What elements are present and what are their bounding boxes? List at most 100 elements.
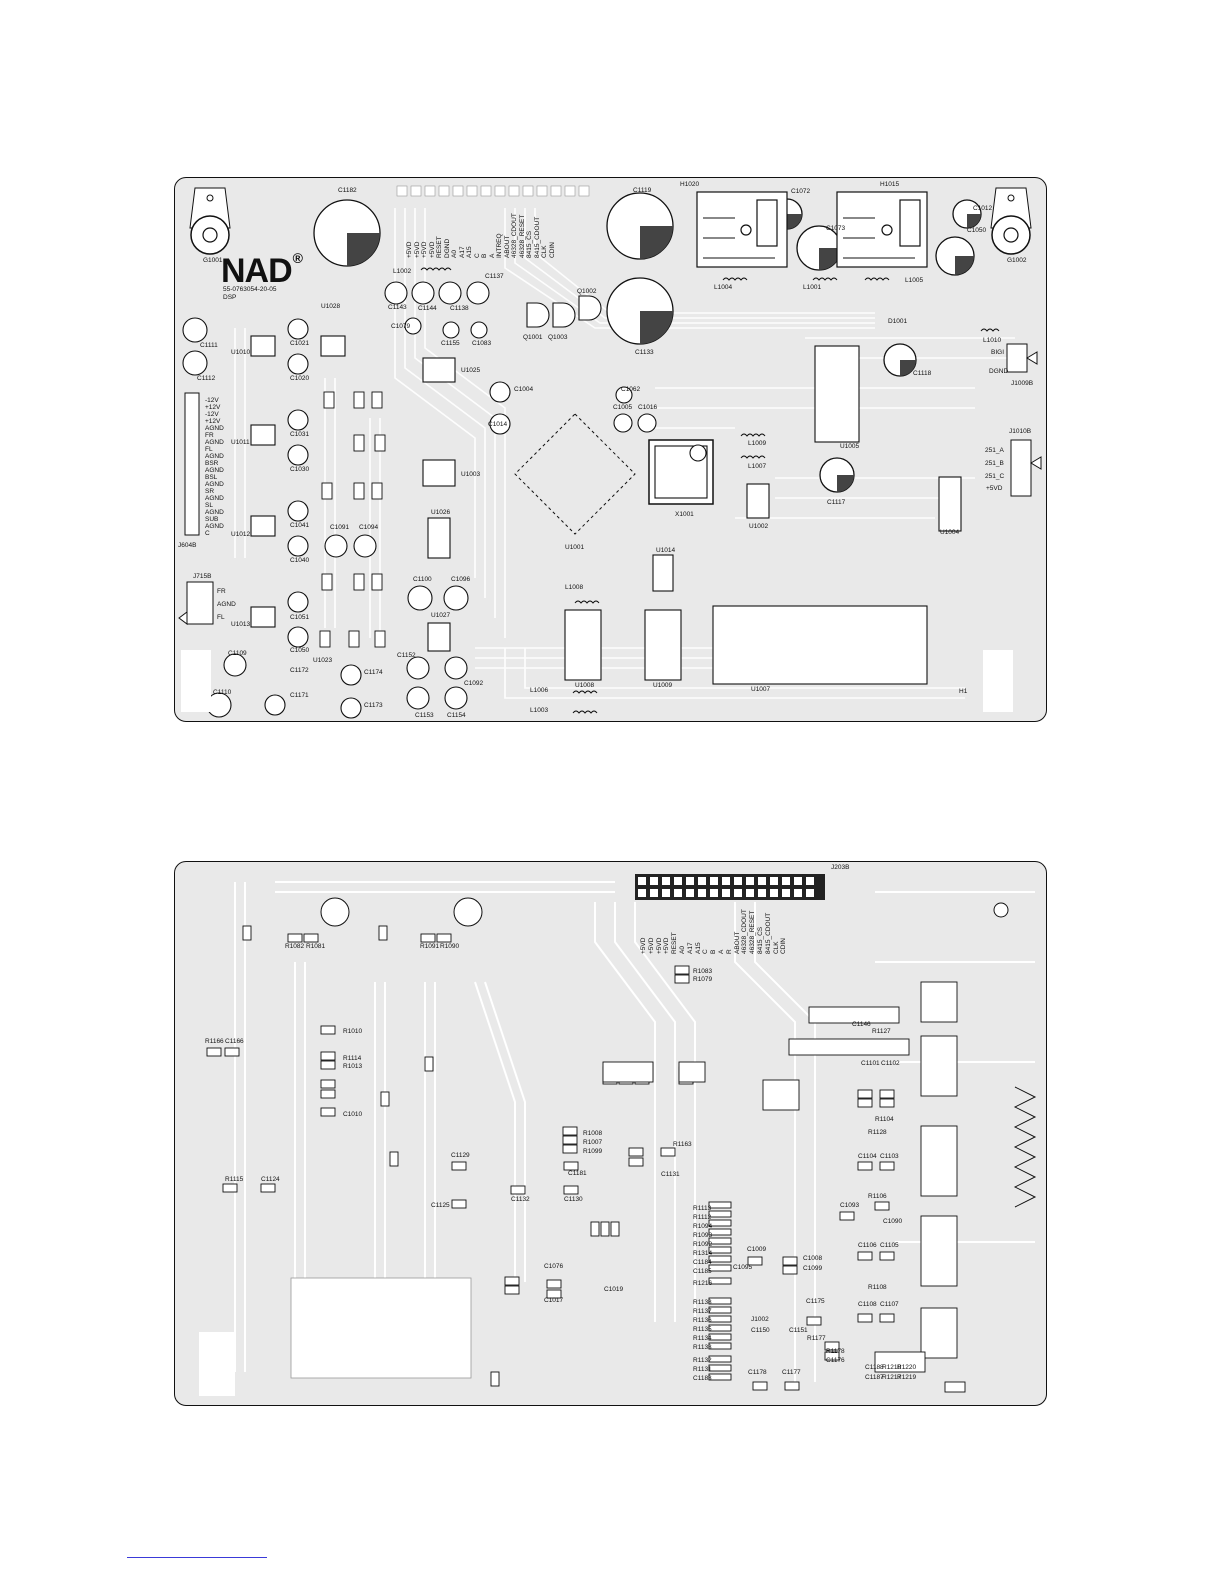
component-label: C1073 (826, 225, 846, 232)
brand-logo: NAD® (221, 250, 303, 290)
component-label: C1092 (464, 680, 484, 687)
component-label: C1008 (803, 1255, 823, 1262)
component-label: L1004 (714, 284, 733, 291)
component-label: C1105 (880, 1242, 899, 1249)
component-label: C1111 (200, 342, 218, 349)
component-label: C1119 (633, 187, 652, 194)
component-label: U1002 (749, 523, 769, 530)
component-label: Q1002 (577, 288, 597, 295)
component-label: U1003 (461, 471, 481, 478)
component-label: U1008 (575, 682, 595, 689)
component-label: C1154 (447, 712, 466, 719)
component-label: C1050 (290, 647, 310, 654)
component-label: C1020 (290, 375, 310, 382)
component-label: R1219 (897, 1374, 917, 1381)
header-signal-label: 46328_CDOUT (741, 909, 749, 954)
component-label: C1010 (343, 1111, 363, 1118)
header-signal-label: B (481, 253, 488, 258)
connector-pin-label: -12V (205, 397, 219, 404)
component-label: C1146 (852, 1021, 871, 1028)
component-label: C1093 (840, 1202, 860, 1209)
component-label: C1184 (693, 1259, 712, 1266)
component-label: H1 (959, 688, 968, 695)
component-label: C1099 (803, 1265, 823, 1272)
header-signal-label: A0 (451, 250, 458, 258)
component-label: C1138 (450, 305, 469, 312)
component-label: U1012 (231, 531, 251, 538)
component-label: C1107 (880, 1301, 899, 1308)
component-label: L1001 (803, 284, 822, 291)
bottom-layer-artwork (199, 874, 1037, 1396)
component-label: H1015 (880, 181, 900, 188)
connector-pin-label: +12V (205, 418, 221, 425)
component-label: C1150 (751, 1327, 770, 1334)
component-label: R1128 (868, 1129, 887, 1136)
component-label: C1096 (451, 576, 471, 583)
header-signal-label: CLK (541, 245, 548, 258)
component-label: R1134 (693, 1335, 712, 1342)
component-label: C1151 (789, 1327, 808, 1334)
component-label: C1137 (485, 273, 504, 280)
component-label: L1002 (393, 268, 412, 275)
connector-pin-label: AGND (205, 439, 224, 446)
component-label: C1012 (973, 205, 993, 212)
component-label: U1004 (940, 529, 960, 536)
component-label: R1115 (225, 1176, 244, 1183)
component-label: R1135 (693, 1326, 712, 1333)
component-label: Q1001 (523, 334, 543, 341)
component-label: R1090 (440, 943, 460, 950)
component-label: C1094 (359, 524, 379, 531)
component-label: G1001 (203, 257, 223, 264)
component-label: C1117 (827, 499, 846, 506)
component-label: C1178 (748, 1369, 767, 1376)
component-label: R1082 (285, 943, 305, 950)
component-label: C1095 (733, 1264, 753, 1271)
component-label: C1124 (261, 1176, 280, 1183)
component-label: R1138 (693, 1299, 712, 1306)
component-label: C1104 (858, 1153, 877, 1160)
component-label: Q1003 (548, 334, 568, 341)
connector-pin-label: +12V (205, 404, 221, 411)
component-label: L1010 (983, 337, 1002, 344)
component-label: U1025 (461, 367, 481, 374)
component-label: C1112 (197, 375, 216, 382)
component-label: R1166 (205, 1038, 224, 1045)
part-number: 55-0763054-20-05 (223, 286, 277, 293)
component-label: C1129 (451, 1152, 470, 1159)
component-label: C1030 (290, 466, 310, 473)
component-label: R1093 (693, 1232, 713, 1239)
header-signal-label: +5VD (421, 241, 428, 258)
component-label: 251_B (985, 460, 1004, 467)
component-label: R1127 (872, 1028, 891, 1035)
connector-pin-label: -12V (205, 411, 219, 418)
component-label: C1182 (338, 187, 357, 194)
component-label: C1076 (544, 1263, 564, 1270)
footer-link-underline (127, 1557, 267, 1558)
component-label: C1133 (635, 349, 654, 356)
component-label: C1183 (693, 1375, 712, 1382)
component-label: J1009B (1011, 380, 1034, 387)
component-label: C1009 (747, 1246, 767, 1253)
component-label: C1143 (388, 304, 407, 311)
connector-pin-label: BSR (205, 460, 219, 467)
component-label: U1001 (565, 544, 585, 551)
connector-pin-label: FL (205, 446, 213, 453)
component-label: 251_A (985, 447, 1004, 454)
component-label: R1131 (693, 1366, 712, 1373)
header-signal-label: B (710, 949, 718, 954)
connector-pin-label: SR (205, 488, 215, 495)
component-label: R1114 (343, 1055, 362, 1062)
component-label: R1137 (693, 1308, 712, 1315)
component-label: R1008 (583, 1130, 603, 1137)
component-label: U1028 (321, 303, 341, 310)
component-label: J1002 (751, 1316, 769, 1323)
connector-pin-label: SL (205, 502, 213, 509)
component-label: BIGI (991, 349, 1005, 356)
connector-pin-label: AGND (205, 495, 224, 502)
component-label: C1171 (290, 692, 309, 699)
component-label: C1185 (693, 1268, 712, 1275)
component-label: C1155 (441, 340, 460, 347)
component-label: X1001 (675, 511, 694, 518)
